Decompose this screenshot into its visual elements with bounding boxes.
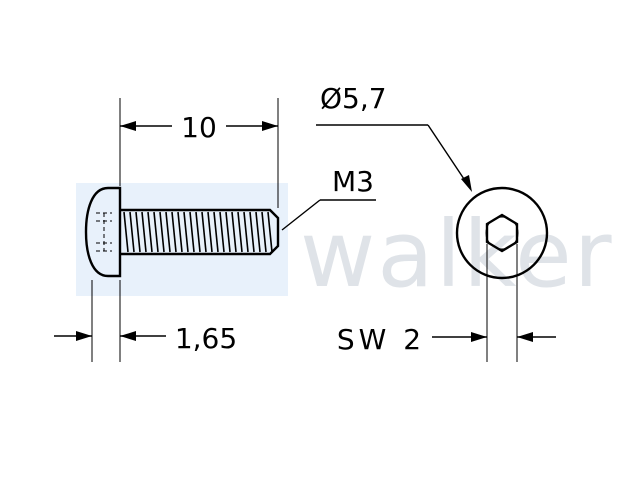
thread-line [123,211,129,253]
head-height-label: 1,65 [175,322,237,355]
thread-line [141,211,147,253]
thread-line [135,211,141,253]
thread-line [219,211,225,253]
thread-line [153,211,159,253]
thread-line [249,211,255,253]
watermark-text: walker [300,201,614,308]
thread-line [267,211,273,253]
thread-line [159,211,165,253]
thread-line [225,211,231,253]
thread-line [177,211,183,253]
thread-line [243,211,249,253]
screw-shaft [120,208,280,256]
thread-line [237,211,243,253]
socket-hidden-lines [96,212,112,252]
thread-line [213,211,219,253]
leader-thread: M3 [281,165,376,231]
leader-head-diameter: Ø5,7 [316,82,472,192]
thread-line [201,211,207,253]
thread-line [147,211,153,253]
length-label: 10 [181,111,217,144]
dimension-length: 10 [119,98,279,208]
head-circle [455,186,549,280]
watermark-box [76,183,288,296]
screw-side-view [84,186,280,278]
screw-head [84,186,122,278]
thread-line [171,211,177,253]
dimension-head-height: 1,65 [54,280,237,362]
socket-size-label: SW 2 [337,323,425,356]
thread-line [255,211,261,253]
thread-line [183,211,189,253]
thread-line [189,211,195,253]
thread-line [195,211,201,253]
head-diameter-label: Ø5,7 [320,82,387,115]
thread-line [129,211,135,253]
socket-inner-circle [485,216,519,250]
thread-line [165,211,171,253]
thread-line [207,211,213,253]
thread-label: M3 [332,165,374,198]
screw-front-view [455,186,549,280]
dimension-socket: SW 2 [337,244,556,362]
thread-line [261,211,267,253]
hex-socket [485,213,519,253]
thread-line [231,211,237,253]
thread-lines [123,211,273,253]
